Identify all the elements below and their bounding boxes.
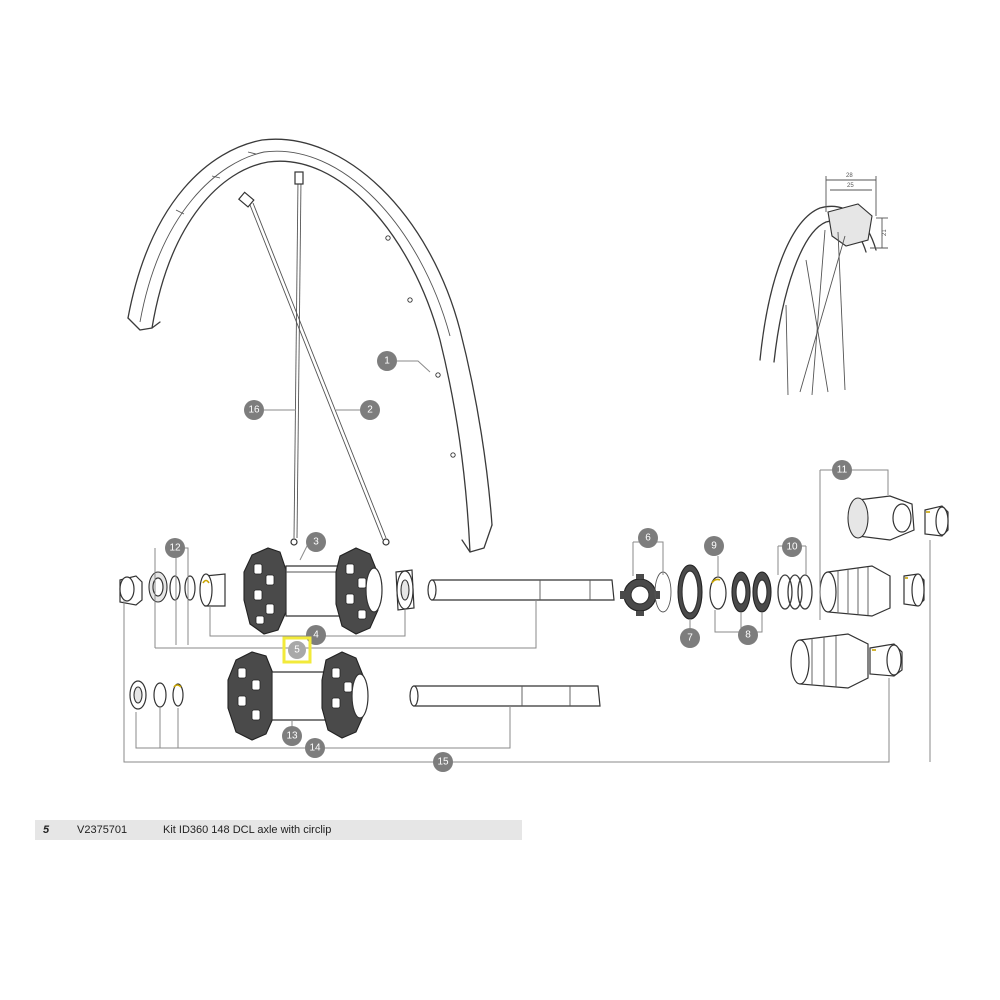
callout-badge-5: 5 (288, 641, 306, 659)
callout-label-8: 8 (745, 630, 751, 641)
callout-label-6: 6 (645, 533, 651, 544)
callout-label-15: 15 (437, 757, 449, 768)
callout-badge-3: 3 (306, 532, 326, 552)
callout-badge-7: 7 (680, 628, 700, 648)
callout-label-16: 16 (248, 405, 260, 416)
callout-badge-10: 10 (782, 537, 802, 557)
callout-label-3: 3 (313, 537, 319, 548)
callout-badge-9: 9 (704, 536, 724, 556)
callout-label-2: 2 (367, 405, 373, 416)
callout-badge-8: 8 (738, 625, 758, 645)
highlight-box (282, 636, 312, 664)
callout-label-12: 12 (169, 543, 181, 554)
callout-badge-16: 16 (244, 400, 264, 420)
freehub-bodies (790, 495, 949, 689)
ratchet-internals (620, 564, 813, 620)
callout-label-9: 9 (711, 541, 717, 552)
rim-detail-inset: 28 25 21 (759, 173, 888, 396)
callout-label-10: 10 (786, 542, 798, 553)
callout-label-7: 7 (687, 633, 693, 644)
detail-dimension-height: 21 (882, 229, 888, 236)
callout-badge-1: 1 (377, 351, 397, 371)
callout-badge-13: 13 (282, 726, 302, 746)
part-row-code: V2375701 (77, 824, 128, 836)
callout-label-11: 11 (837, 465, 848, 476)
rim-drawing (127, 138, 493, 553)
callout-badge-11: 11 (832, 460, 852, 480)
detail-dimension-outer: 28 (846, 173, 853, 179)
part-row-number: 5 (43, 824, 50, 836)
spokes-drawing (237, 171, 390, 546)
callout-label-14: 14 (309, 743, 321, 754)
callout-label-5: 5 (294, 645, 300, 656)
detail-dimension-inner: 25 (847, 183, 854, 189)
callout-badge-6: 6 (638, 528, 658, 548)
callout-label-1: 1 (384, 356, 390, 367)
callout-badge-14: 14 (305, 738, 325, 758)
callout-label-4: 4 (313, 630, 319, 641)
part-row-description: Kit ID360 148 DCL axle with circlip (163, 824, 332, 836)
callout-label-13: 13 (286, 731, 298, 742)
upper-hub-assembly (119, 547, 615, 635)
part-list-row: 5 V2375701 Kit ID360 148 DCL axle with c… (35, 820, 522, 840)
callout-badge-12: 12 (165, 538, 185, 558)
lower-hub-assembly (129, 651, 601, 741)
callout-badge-15: 15 (433, 752, 453, 772)
callout-badge-2: 2 (360, 400, 380, 420)
